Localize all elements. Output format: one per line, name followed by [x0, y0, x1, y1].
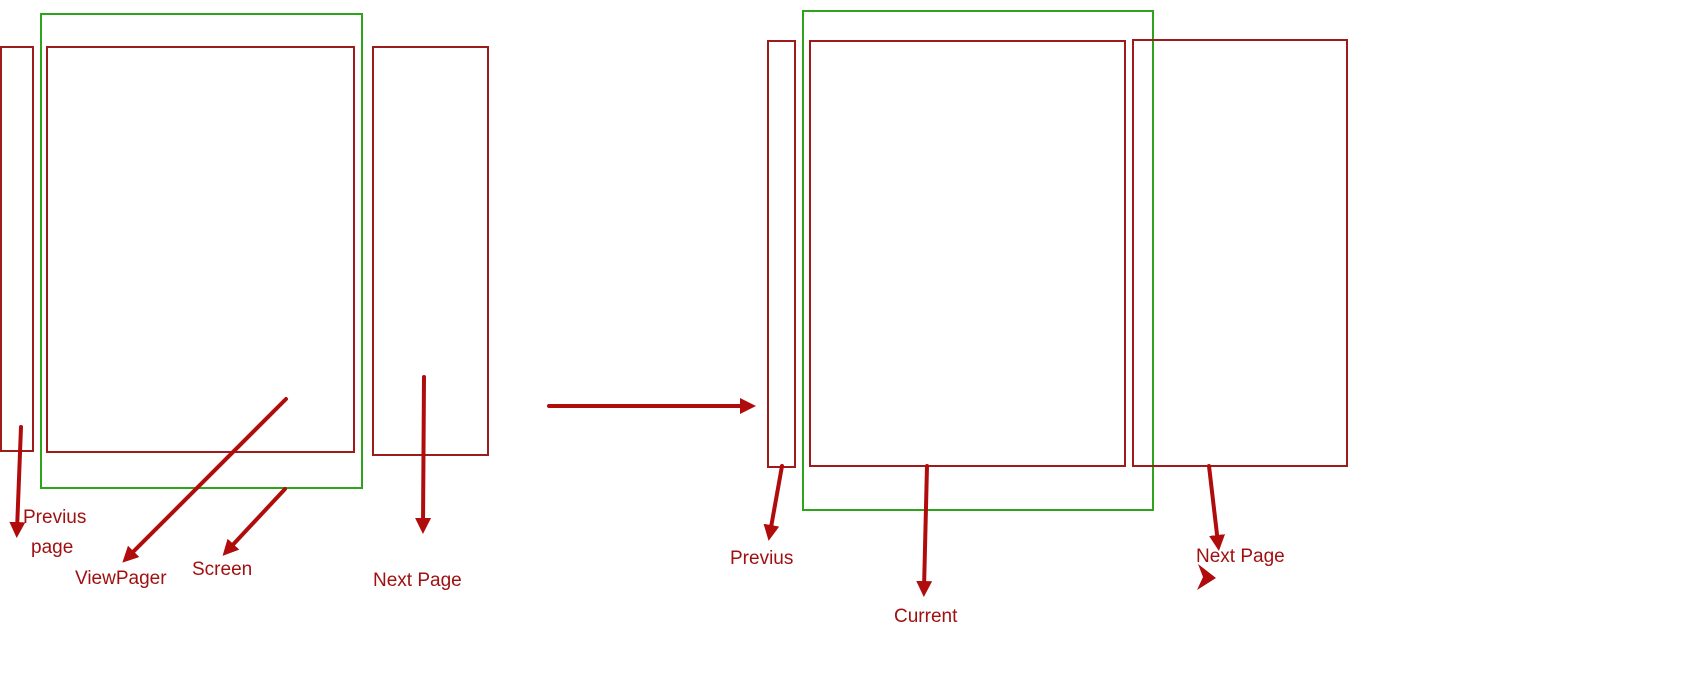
next-arrow — [1207, 464, 1226, 551]
current-arrow — [916, 464, 933, 597]
label-previous: Previus — [730, 548, 793, 569]
label-next-page: Next Page — [1196, 546, 1285, 567]
label-page: page — [31, 537, 73, 558]
previous-arrow — [763, 464, 784, 541]
label-next-page: Next Page — [373, 570, 462, 591]
previous-arrow — [9, 425, 26, 538]
screen-arrow — [222, 487, 287, 556]
label-current: Current — [894, 606, 958, 627]
label-viewpager: ViewPager — [75, 568, 167, 589]
after-state: Previus Current Next Page — [730, 10, 1348, 627]
previous-page-box — [0, 46, 34, 452]
next-arrow — [415, 375, 432, 534]
current-page-box — [809, 40, 1126, 467]
next-page-box — [1132, 39, 1348, 467]
previous-page-box — [767, 40, 796, 468]
stray-arrowhead-icon — [1197, 564, 1216, 590]
screen-box — [46, 46, 355, 453]
label-screen: Screen — [192, 559, 252, 580]
before-state: Previus page ViewPager Screen Next Page — [0, 13, 489, 591]
viewpager-box — [802, 10, 1154, 511]
next-page-box — [372, 46, 489, 456]
viewpager-arrow — [122, 397, 288, 563]
label-previous: Previus — [23, 507, 86, 528]
viewpager-box — [40, 13, 363, 489]
